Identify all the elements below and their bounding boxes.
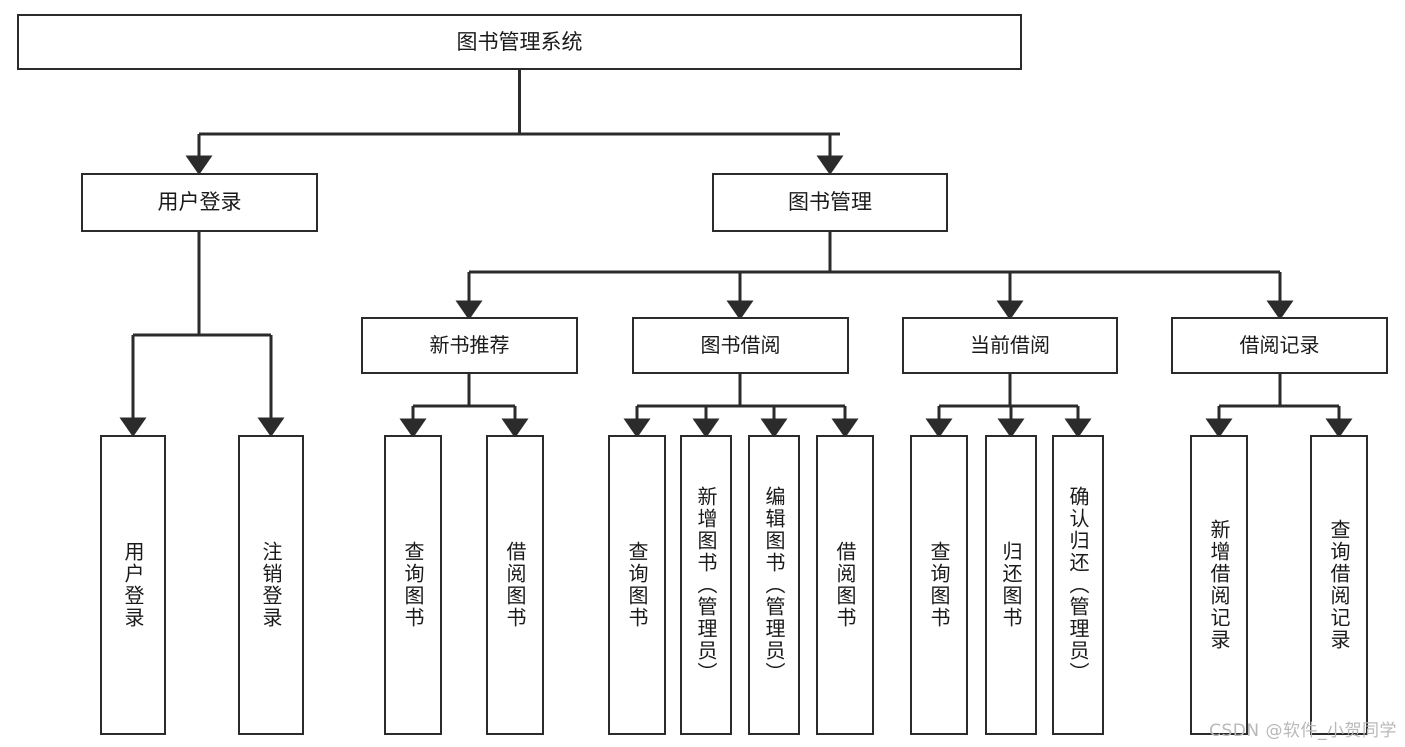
node-leaf-return-book-label: 归还图书 (999, 541, 1023, 629)
node-leaf-add-record[interactable]: 新增借阅记录 (1190, 435, 1248, 735)
node-leaf-user-login[interactable]: 用户登录 (100, 435, 166, 735)
node-borrow-record-label: 借阅记录 (1239, 332, 1320, 357)
node-leaf-query-book-3[interactable]: 查询图书 (910, 435, 968, 735)
node-new-book-rec[interactable]: 新书推荐 (361, 317, 578, 374)
node-leaf-logout-label: 注销登录 (259, 541, 283, 629)
node-leaf-borrow-book-2[interactable]: 借阅图书 (816, 435, 874, 735)
node-book-borrow-label: 图书借阅 (700, 332, 781, 357)
node-leaf-borrow-book-1[interactable]: 借阅图书 (486, 435, 544, 735)
node-leaf-query-book-1[interactable]: 查询图书 (384, 435, 442, 735)
node-leaf-return-book[interactable]: 归还图书 (985, 435, 1037, 735)
node-leaf-edit-book[interactable]: 编辑图书（管理员） (748, 435, 800, 735)
node-leaf-query-book-2-label: 查询图书 (625, 541, 649, 629)
node-leaf-query-record-label: 查询借阅记录 (1327, 519, 1351, 651)
node-leaf-add-book-label: 新增图书（管理员） (694, 486, 718, 684)
node-book-borrow[interactable]: 图书借阅 (632, 317, 849, 374)
node-leaf-query-record[interactable]: 查询借阅记录 (1310, 435, 1368, 735)
node-current-borrow[interactable]: 当前借阅 (902, 317, 1118, 374)
node-borrow-record[interactable]: 借阅记录 (1171, 317, 1388, 374)
node-leaf-add-record-label: 新增借阅记录 (1207, 519, 1231, 651)
node-current-borrow-label: 当前借阅 (970, 332, 1050, 357)
node-leaf-query-book-2[interactable]: 查询图书 (608, 435, 666, 735)
node-new-book-rec-label: 新书推荐 (429, 332, 510, 357)
node-root[interactable]: 图书管理系统 (17, 14, 1022, 70)
node-book-manage-label: 图书管理 (788, 190, 872, 215)
node-leaf-edit-book-label: 编辑图书（管理员） (762, 486, 786, 684)
node-book-manage[interactable]: 图书管理 (712, 173, 948, 232)
node-leaf-logout[interactable]: 注销登录 (238, 435, 304, 735)
node-leaf-confirm-return[interactable]: 确认归还（管理员） (1052, 435, 1104, 735)
node-leaf-confirm-return-label: 确认归还（管理员） (1066, 486, 1090, 684)
node-user-login-label: 用户登录 (157, 190, 242, 215)
node-leaf-borrow-book-2-label: 借阅图书 (833, 541, 857, 629)
node-user-login[interactable]: 用户登录 (81, 173, 318, 232)
node-leaf-borrow-book-1-label: 借阅图书 (503, 541, 527, 629)
node-root-label: 图书管理系统 (456, 29, 583, 54)
node-leaf-add-book[interactable]: 新增图书（管理员） (680, 435, 732, 735)
node-leaf-query-book-1-label: 查询图书 (401, 541, 425, 629)
node-leaf-user-login-label: 用户登录 (121, 541, 145, 629)
node-leaf-query-book-3-label: 查询图书 (927, 541, 951, 629)
